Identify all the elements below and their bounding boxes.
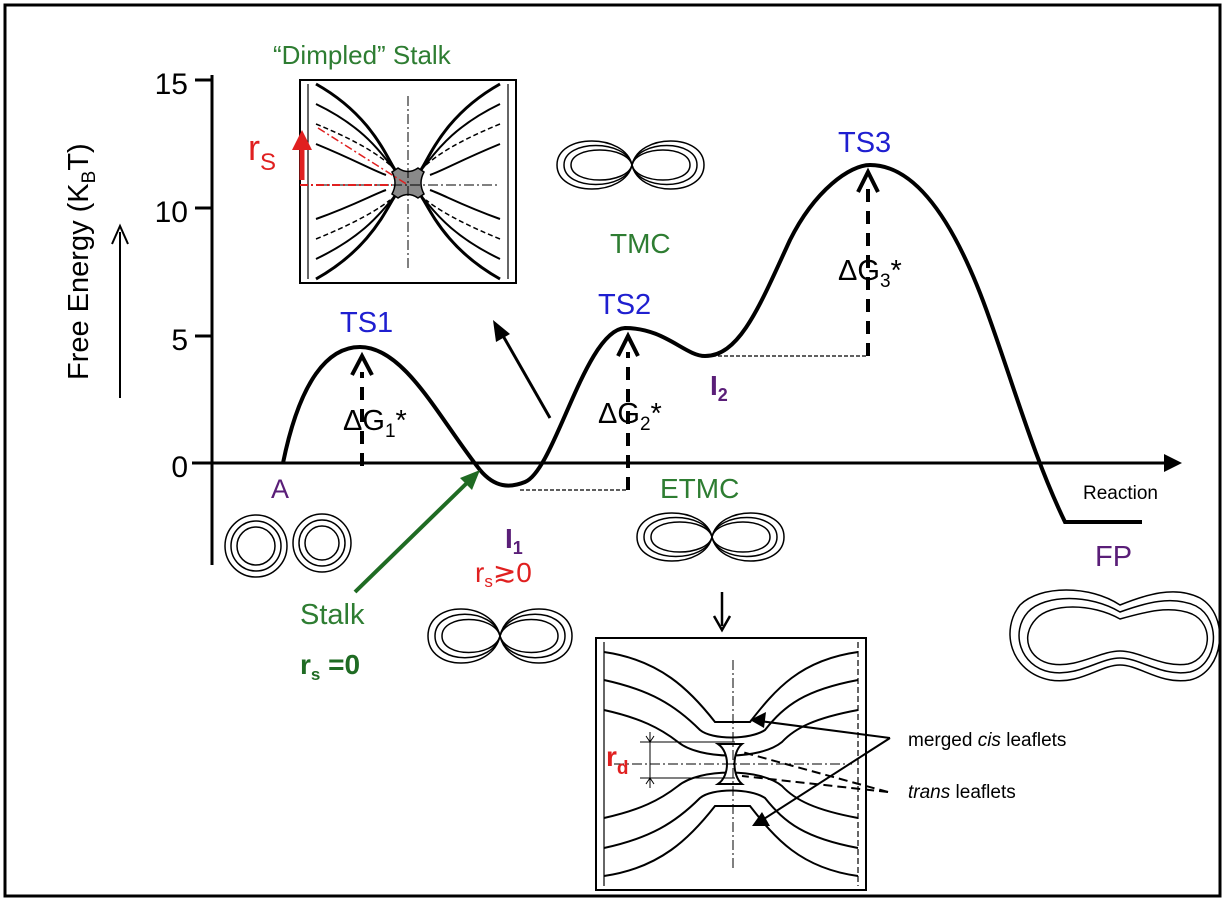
energy-curve — [281, 162, 1142, 524]
dimpled-stalk-title: “Dimpled” Stalk — [273, 40, 452, 70]
x-axis-arrowhead — [1164, 454, 1182, 472]
dimpled-stalk-inset: “Dimpled” Stalk rS — [248, 40, 517, 284]
trans-leaflets-label: trans leaflets — [908, 782, 1016, 803]
etmc-label: ETMC — [660, 473, 739, 504]
cis-pointer-lower — [755, 737, 891, 825]
figure-frame — [3, 3, 1222, 898]
dg1-label: ΔG1* — [343, 405, 407, 442]
y-tick-label-10: 10 — [155, 196, 188, 229]
etmc-down-arrowhead — [712, 615, 732, 633]
axes: 15 10 5 0 Free Energy (KBT) Reaction — [63, 68, 1182, 565]
barrier-arrows — [350, 167, 880, 490]
separate-vesicles-sketch — [224, 513, 352, 578]
tmc-sketch — [556, 140, 705, 190]
fp-label: FP — [1095, 541, 1132, 573]
stalk-pointer-arrow — [353, 478, 472, 594]
x-axis-label: Reaction — [1083, 483, 1158, 504]
dg2-label: ΔG2* — [598, 398, 662, 435]
state-a-label: A — [271, 474, 289, 504]
y-axis-up-arrowhead — [111, 223, 129, 245]
inset-pointer-arrowhead — [493, 320, 510, 342]
y-tick-label-5: 5 — [171, 324, 188, 357]
fusion-pore-sketch — [1009, 589, 1221, 682]
etmc-sketch — [636, 512, 785, 562]
rd-dimension-arrow-bottom — [645, 777, 655, 785]
cis-pointer-upper-head — [750, 712, 766, 728]
y-tick-label-0: 0 — [171, 451, 188, 484]
tmc-label: TMC — [610, 228, 671, 259]
rs-inset-label: rS — [248, 127, 276, 176]
rd-label: rd — [606, 741, 629, 779]
y-tick-label-15: 15 — [155, 68, 188, 101]
ts2-label: TS2 — [598, 289, 651, 321]
i1-label: I1 — [505, 523, 523, 558]
dg2-arrowhead — [616, 331, 640, 357]
inset-pointer-arrow — [500, 333, 552, 419]
merged-cis-leaflets-label: merged cis leaflets — [908, 730, 1066, 751]
dg3-label: ΔG3* — [838, 255, 902, 292]
trans-pointer-upper — [741, 751, 889, 793]
y-axis-label: Free Energy (KBT) — [63, 143, 100, 380]
ts1-label: TS1 — [340, 307, 393, 339]
trans-pointer-lower — [741, 775, 889, 793]
i1-radius-label: rs≳0 — [475, 557, 532, 591]
stalk-label: Stalk — [300, 599, 365, 631]
leaflet-pointers — [741, 712, 891, 826]
stalk-radius-label: rs =0 — [300, 649, 360, 684]
cis-pointer-upper — [751, 719, 891, 739]
dg1-arrowhead — [350, 351, 374, 376]
rs-guide-line-upper — [317, 127, 409, 186]
rs-arrowhead — [292, 130, 312, 150]
cis-pointer-lower-head — [752, 812, 770, 826]
stalk-pointer-arrowhead — [460, 470, 480, 490]
etmc-detail-inset: rd — [595, 637, 867, 891]
stalk-sketch — [427, 608, 573, 664]
rd-dimension-arrow-top — [645, 735, 655, 743]
ts3-label: TS3 — [838, 127, 891, 159]
dg3-arrowhead — [856, 167, 880, 193]
i2-label: I2 — [710, 370, 728, 405]
